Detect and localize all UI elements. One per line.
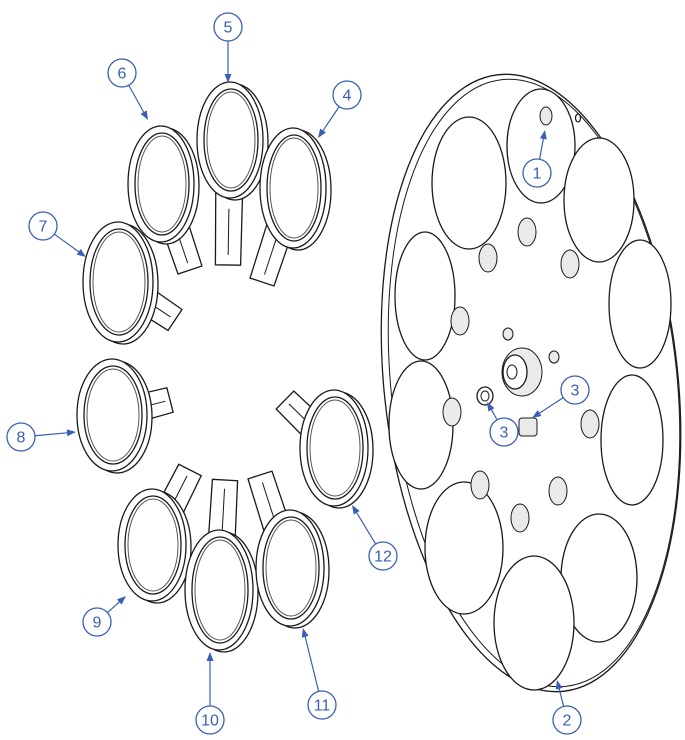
leader-line bbox=[34, 431, 71, 437]
arrowhead bbox=[318, 128, 326, 138]
callout-number: 7 bbox=[39, 219, 48, 236]
callout-circle bbox=[368, 541, 398, 571]
arrowhead bbox=[555, 680, 563, 690]
callout-circle bbox=[307, 690, 337, 720]
callout-number: 8 bbox=[17, 430, 26, 447]
callout-number: 1 bbox=[533, 166, 542, 183]
leader-line bbox=[536, 397, 564, 416]
gobo-holder bbox=[196, 81, 269, 266]
callout-c3a: 3 bbox=[487, 402, 519, 447]
leader-line bbox=[107, 599, 122, 614]
callout-c12: 12 bbox=[352, 505, 398, 571]
callout-number: 3 bbox=[500, 425, 509, 442]
callout-c9: 9 bbox=[82, 596, 126, 637]
callout-circle bbox=[107, 58, 137, 88]
callout-number: 9 bbox=[93, 615, 102, 632]
callout-number: 5 bbox=[224, 20, 233, 37]
callout-number: 3 bbox=[571, 383, 580, 400]
callout-number: 4 bbox=[343, 88, 352, 105]
callout-number: 6 bbox=[118, 66, 127, 83]
arrowhead bbox=[76, 248, 86, 257]
callout-c3b: 3 bbox=[532, 375, 590, 418]
gobo-holder bbox=[249, 127, 332, 287]
arrowhead bbox=[532, 410, 542, 418]
gobo-holder bbox=[127, 125, 203, 275]
gobo-holder-ring bbox=[76, 81, 374, 653]
arrowhead bbox=[206, 652, 214, 661]
callout-number: 2 bbox=[563, 713, 572, 730]
leader-line bbox=[320, 106, 340, 134]
leader-line bbox=[538, 135, 545, 160]
gobo-holder bbox=[275, 389, 374, 509]
leader-line bbox=[557, 685, 565, 707]
callout-c6: 6 bbox=[107, 58, 148, 120]
callout-circle bbox=[6, 422, 36, 452]
gobo-holder bbox=[184, 478, 259, 653]
callout-number: 12 bbox=[374, 549, 392, 566]
callout-circle bbox=[332, 80, 362, 110]
arrowhead bbox=[352, 505, 360, 515]
gobo-holder bbox=[247, 470, 330, 629]
arrowhead bbox=[487, 402, 495, 412]
leader-line bbox=[354, 509, 377, 545]
callout-circle bbox=[522, 158, 552, 188]
gobo-holder bbox=[82, 221, 183, 345]
callout-c1: 1 bbox=[522, 130, 552, 188]
gobo-holder bbox=[76, 358, 174, 474]
callout-circle bbox=[28, 211, 58, 241]
callout-circle bbox=[560, 375, 590, 405]
callout-circle bbox=[82, 607, 112, 637]
gobo-holder bbox=[117, 463, 203, 604]
leader-line bbox=[54, 233, 82, 254]
leader-line bbox=[128, 84, 146, 116]
gobo-wheel-disc bbox=[380, 73, 682, 693]
arrowhead bbox=[140, 110, 148, 120]
callout-circle bbox=[552, 705, 582, 735]
arrowhead bbox=[539, 130, 547, 140]
callout-number: 11 bbox=[314, 698, 331, 715]
callout-c11: 11 bbox=[301, 628, 337, 720]
leader-line bbox=[303, 633, 320, 692]
callout-number: 10 bbox=[201, 713, 219, 730]
callout-circle bbox=[489, 417, 519, 447]
callout-c4: 4 bbox=[318, 80, 362, 138]
callout-c8: 8 bbox=[6, 422, 76, 452]
callout-c2: 2 bbox=[552, 680, 582, 735]
arrowhead bbox=[224, 74, 232, 83]
callout-circle bbox=[213, 12, 243, 42]
arrowhead bbox=[116, 596, 126, 605]
callout-circle bbox=[195, 705, 225, 735]
callout-c10: 10 bbox=[195, 652, 225, 735]
callout-c7: 7 bbox=[28, 211, 86, 257]
callout-c5: 5 bbox=[213, 12, 243, 83]
arrowhead bbox=[301, 628, 309, 638]
arrowhead bbox=[66, 429, 76, 437]
